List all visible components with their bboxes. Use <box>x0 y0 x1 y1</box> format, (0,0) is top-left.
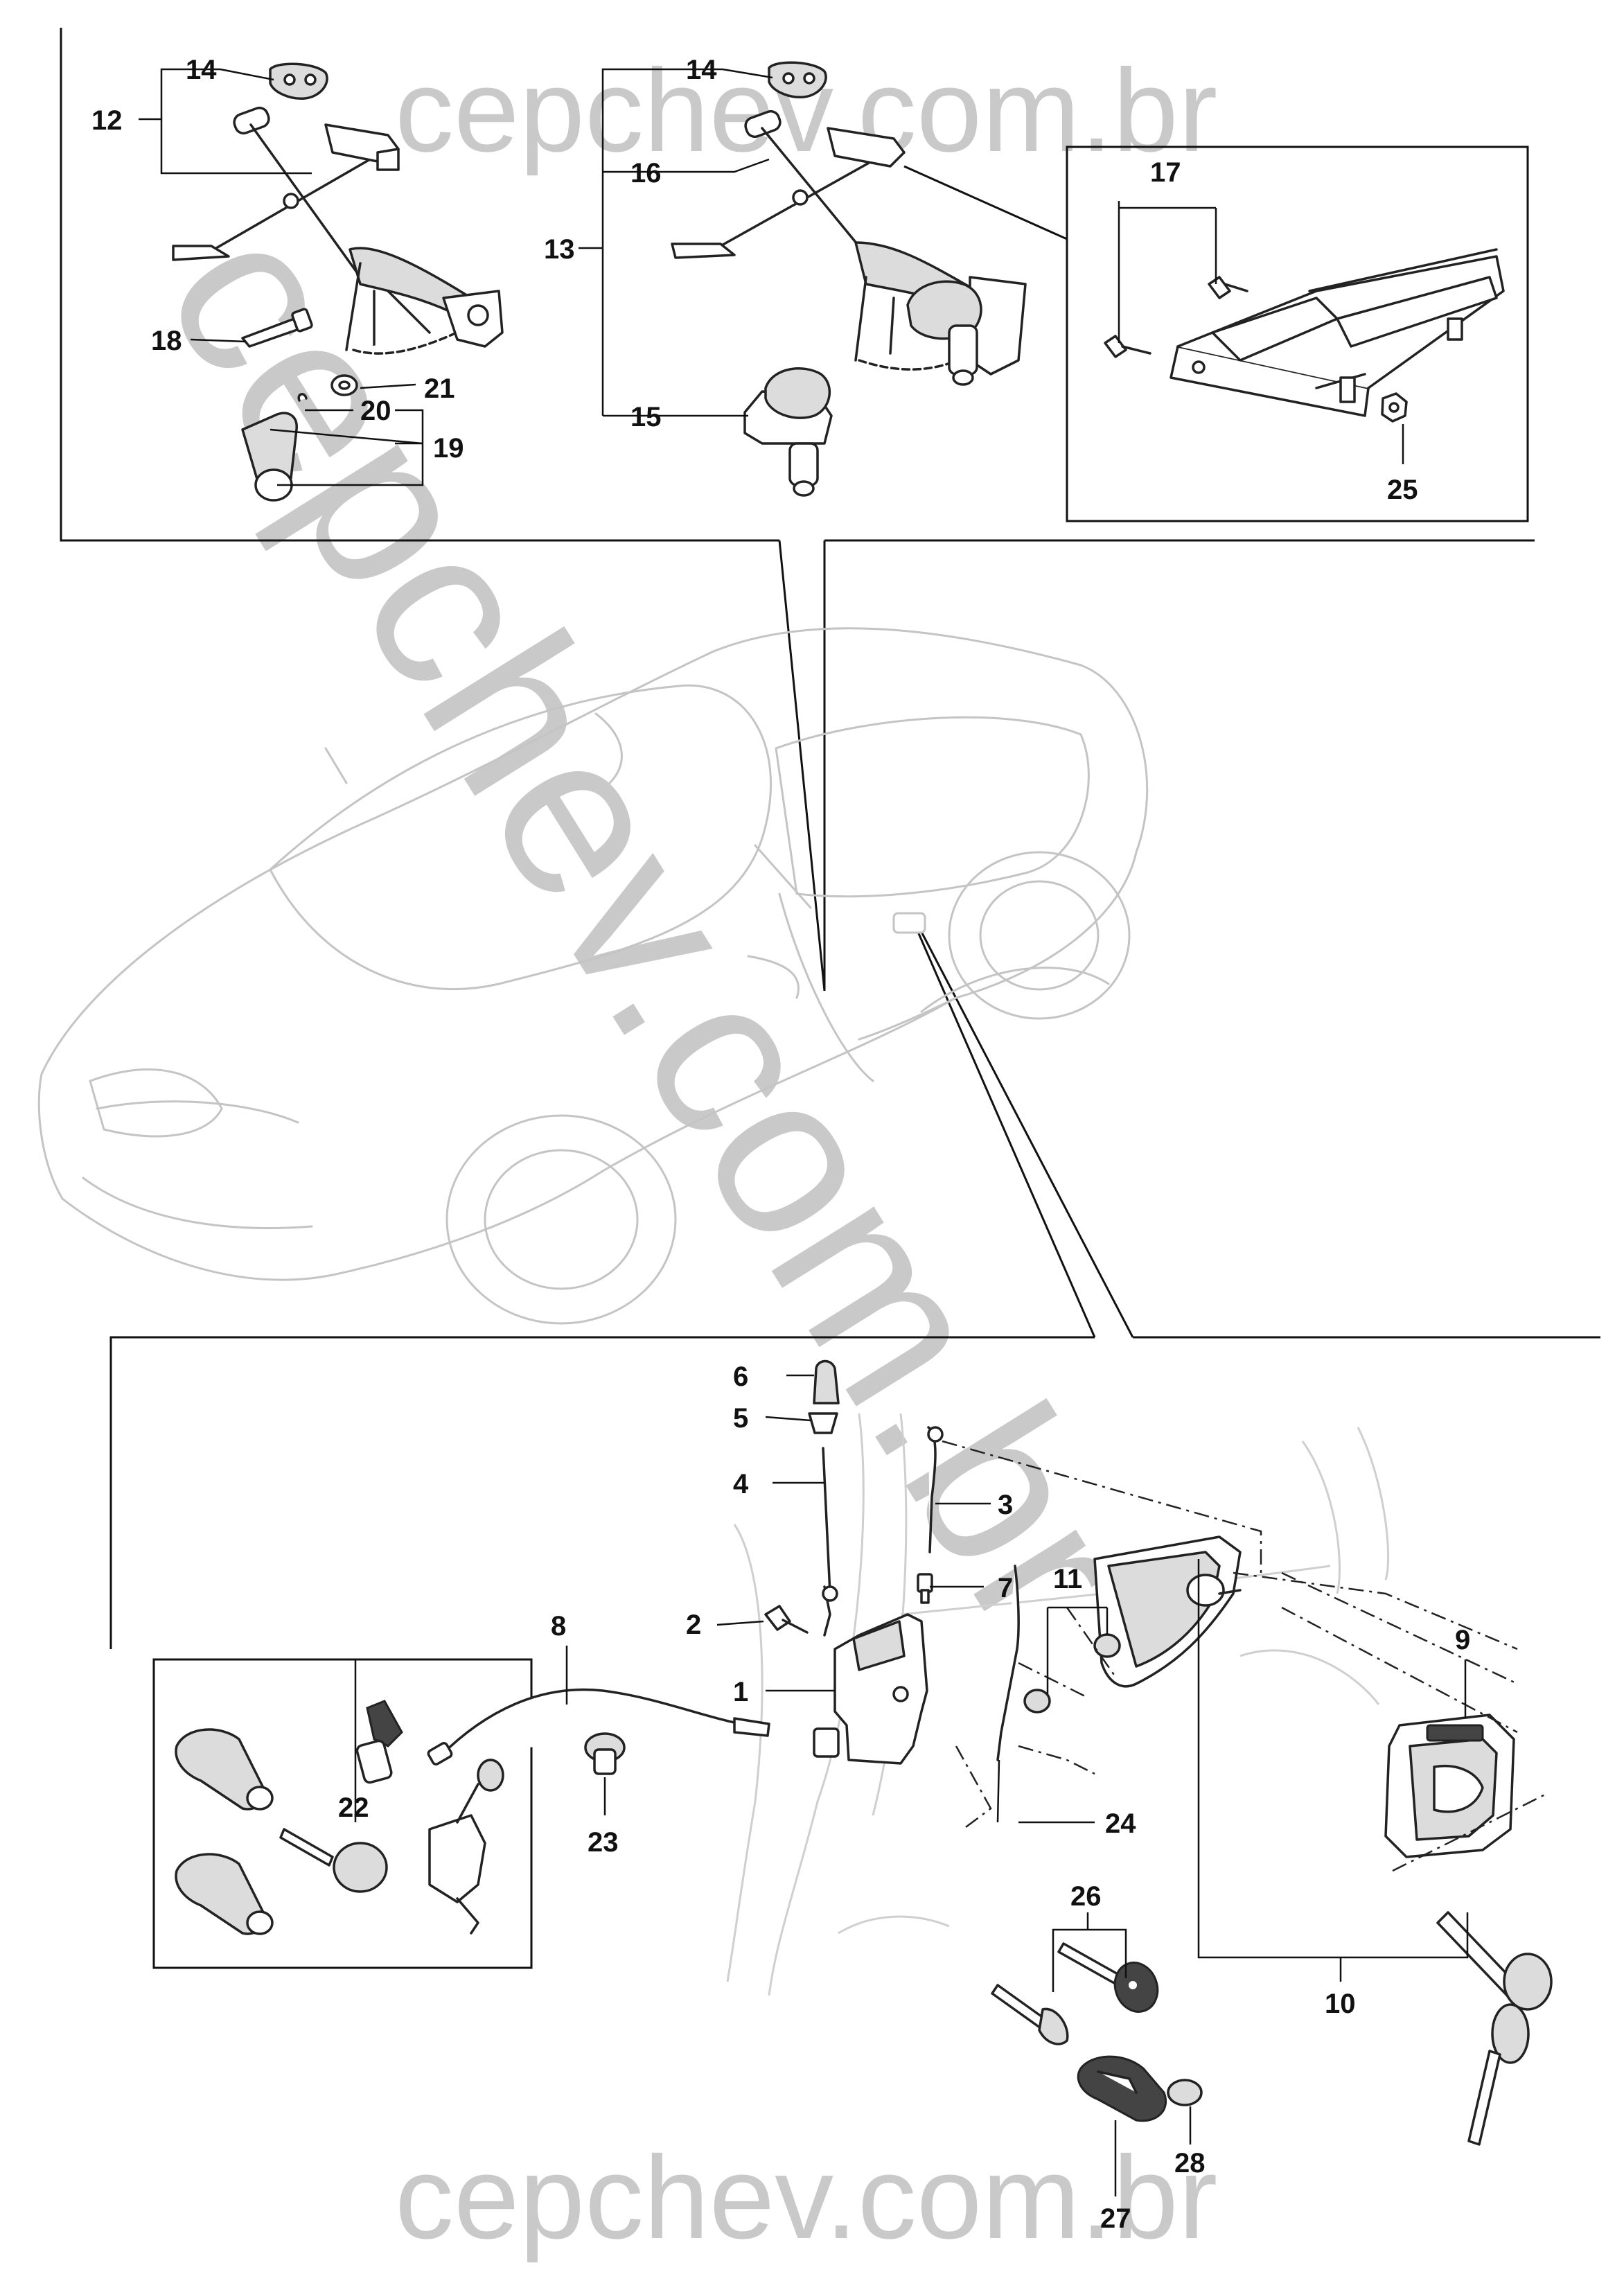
callout-26: 26 <box>1070 1881 1102 1912</box>
rod-3 <box>927 1426 944 1553</box>
knob-6 <box>813 1359 840 1404</box>
frame-lock-kit <box>152 1658 533 1969</box>
callout-10: 10 <box>1325 1989 1356 2019</box>
frame-bracket-detail <box>1066 146 1529 522</box>
rod-24 <box>996 1565 1020 1761</box>
callout-7: 7 <box>998 1573 1013 1603</box>
screw-17-upper <box>1208 276 1248 299</box>
cable-8 <box>427 1688 770 1765</box>
guide-5 <box>808 1412 838 1434</box>
callout-3: 3 <box>998 1490 1013 1520</box>
door-handle-9 <box>1384 1714 1515 1858</box>
callout-14: 14 <box>186 55 217 85</box>
callout-4: 4 <box>733 1469 749 1499</box>
clip-20 <box>297 393 308 402</box>
frame-top-section <box>60 28 1535 992</box>
window-motor-15 <box>743 367 833 497</box>
callout-12: 12 <box>91 105 123 136</box>
bolt-2 <box>764 1605 809 1634</box>
callout-11: 11 <box>1053 1564 1082 1594</box>
key-26-flip <box>991 1984 1069 2045</box>
key-26-standard <box>1057 1942 1159 2013</box>
lock-rod-4 <box>822 1447 838 1637</box>
regulator-clip-14-left <box>269 62 328 100</box>
callout-8: 8 <box>551 1611 566 1641</box>
callout-19: 19 <box>433 433 464 464</box>
grommet-23 <box>584 1732 626 1775</box>
leader-lines <box>139 68 1469 2196</box>
callout-21: 21 <box>424 373 455 404</box>
callout-17: 17 <box>1150 157 1181 188</box>
manual-window-regulator <box>172 106 504 355</box>
lock-cylinder-kit-22 <box>175 1700 504 1935</box>
callout-24: 24 <box>1105 1808 1136 1839</box>
battery-28 <box>1167 2079 1203 2106</box>
callout-5: 5 <box>733 1403 748 1434</box>
callout-2: 2 <box>686 1610 701 1640</box>
callout-25: 25 <box>1387 475 1418 505</box>
callout-28: 28 <box>1174 2148 1206 2178</box>
regulator-clip-14-center <box>768 61 827 98</box>
bracket-detail-assembly <box>1170 248 1505 417</box>
washer-21 <box>330 374 358 396</box>
callout-23: 23 <box>588 1827 619 1858</box>
callout-22: 22 <box>338 1793 369 1823</box>
callout-9: 9 <box>1455 1625 1470 1655</box>
key-and-cylinder-set-10 <box>1436 1911 1553 2146</box>
watermark-bottom: cepchev.com.br <box>395 2132 1217 2264</box>
callout-labels: 14 12 18 21 20 19 14 16 13 15 17 25 6 5 … <box>91 55 1470 2234</box>
outer-handle-frame-10 <box>1093 1535 1242 1688</box>
clip-7 <box>917 1573 933 1604</box>
callout-15: 15 <box>630 402 662 432</box>
remote-key-27 <box>1077 2055 1167 2122</box>
callout-6: 6 <box>733 1362 748 1392</box>
regulator-pin-18 <box>241 308 313 348</box>
callout-18: 18 <box>151 326 182 356</box>
callout-20: 20 <box>360 396 391 426</box>
electric-window-regulator <box>671 109 1027 386</box>
callout-13: 13 <box>544 234 575 265</box>
screw-17-lower <box>1104 335 1151 358</box>
callout-1: 1 <box>733 1677 748 1707</box>
window-crank-handle-19 <box>241 412 298 502</box>
callout-14-electric: 14 <box>686 55 717 85</box>
callout-16: 16 <box>630 158 662 188</box>
nut-25 <box>1381 392 1408 423</box>
alignment-lines <box>942 1440 1546 1872</box>
car-illustration <box>37 627 1149 1325</box>
door-lock-actuator-1 <box>813 1613 928 1765</box>
frame-bottom-section <box>109 931 1600 1649</box>
callout-27: 27 <box>1100 2203 1131 2234</box>
nut-11-lower <box>1023 1689 1051 1714</box>
nut-11-upper <box>1093 1633 1121 1658</box>
